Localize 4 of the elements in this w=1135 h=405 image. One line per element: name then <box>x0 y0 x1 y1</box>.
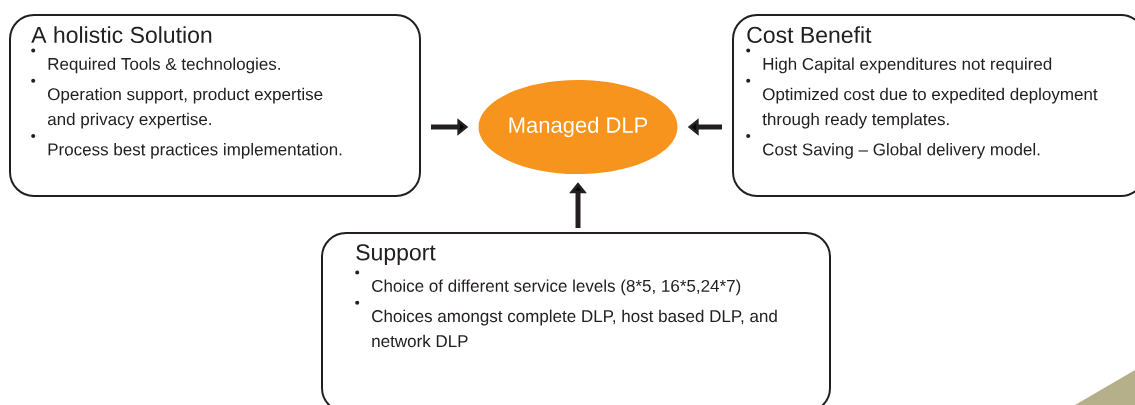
text-box: A holistic Solution Required Tools & technologies. Operation support, product expertise and privacy expertise. Process best practices implementation. <box>9 14 421 197</box>
text-box: Cost Benefit High Capital expenditures not required Optimized cost due to expedited deployment through ready templates. Cost Saving – Global delivery model. <box>732 14 1135 197</box>
oval: Managed DLP <box>478 80 678 174</box>
text-box: Support Choice of different service levels (8*5, 16*5,24*7) Choices amongst complete DLP, host based DLP, and network DLP <box>321 232 831 405</box>
